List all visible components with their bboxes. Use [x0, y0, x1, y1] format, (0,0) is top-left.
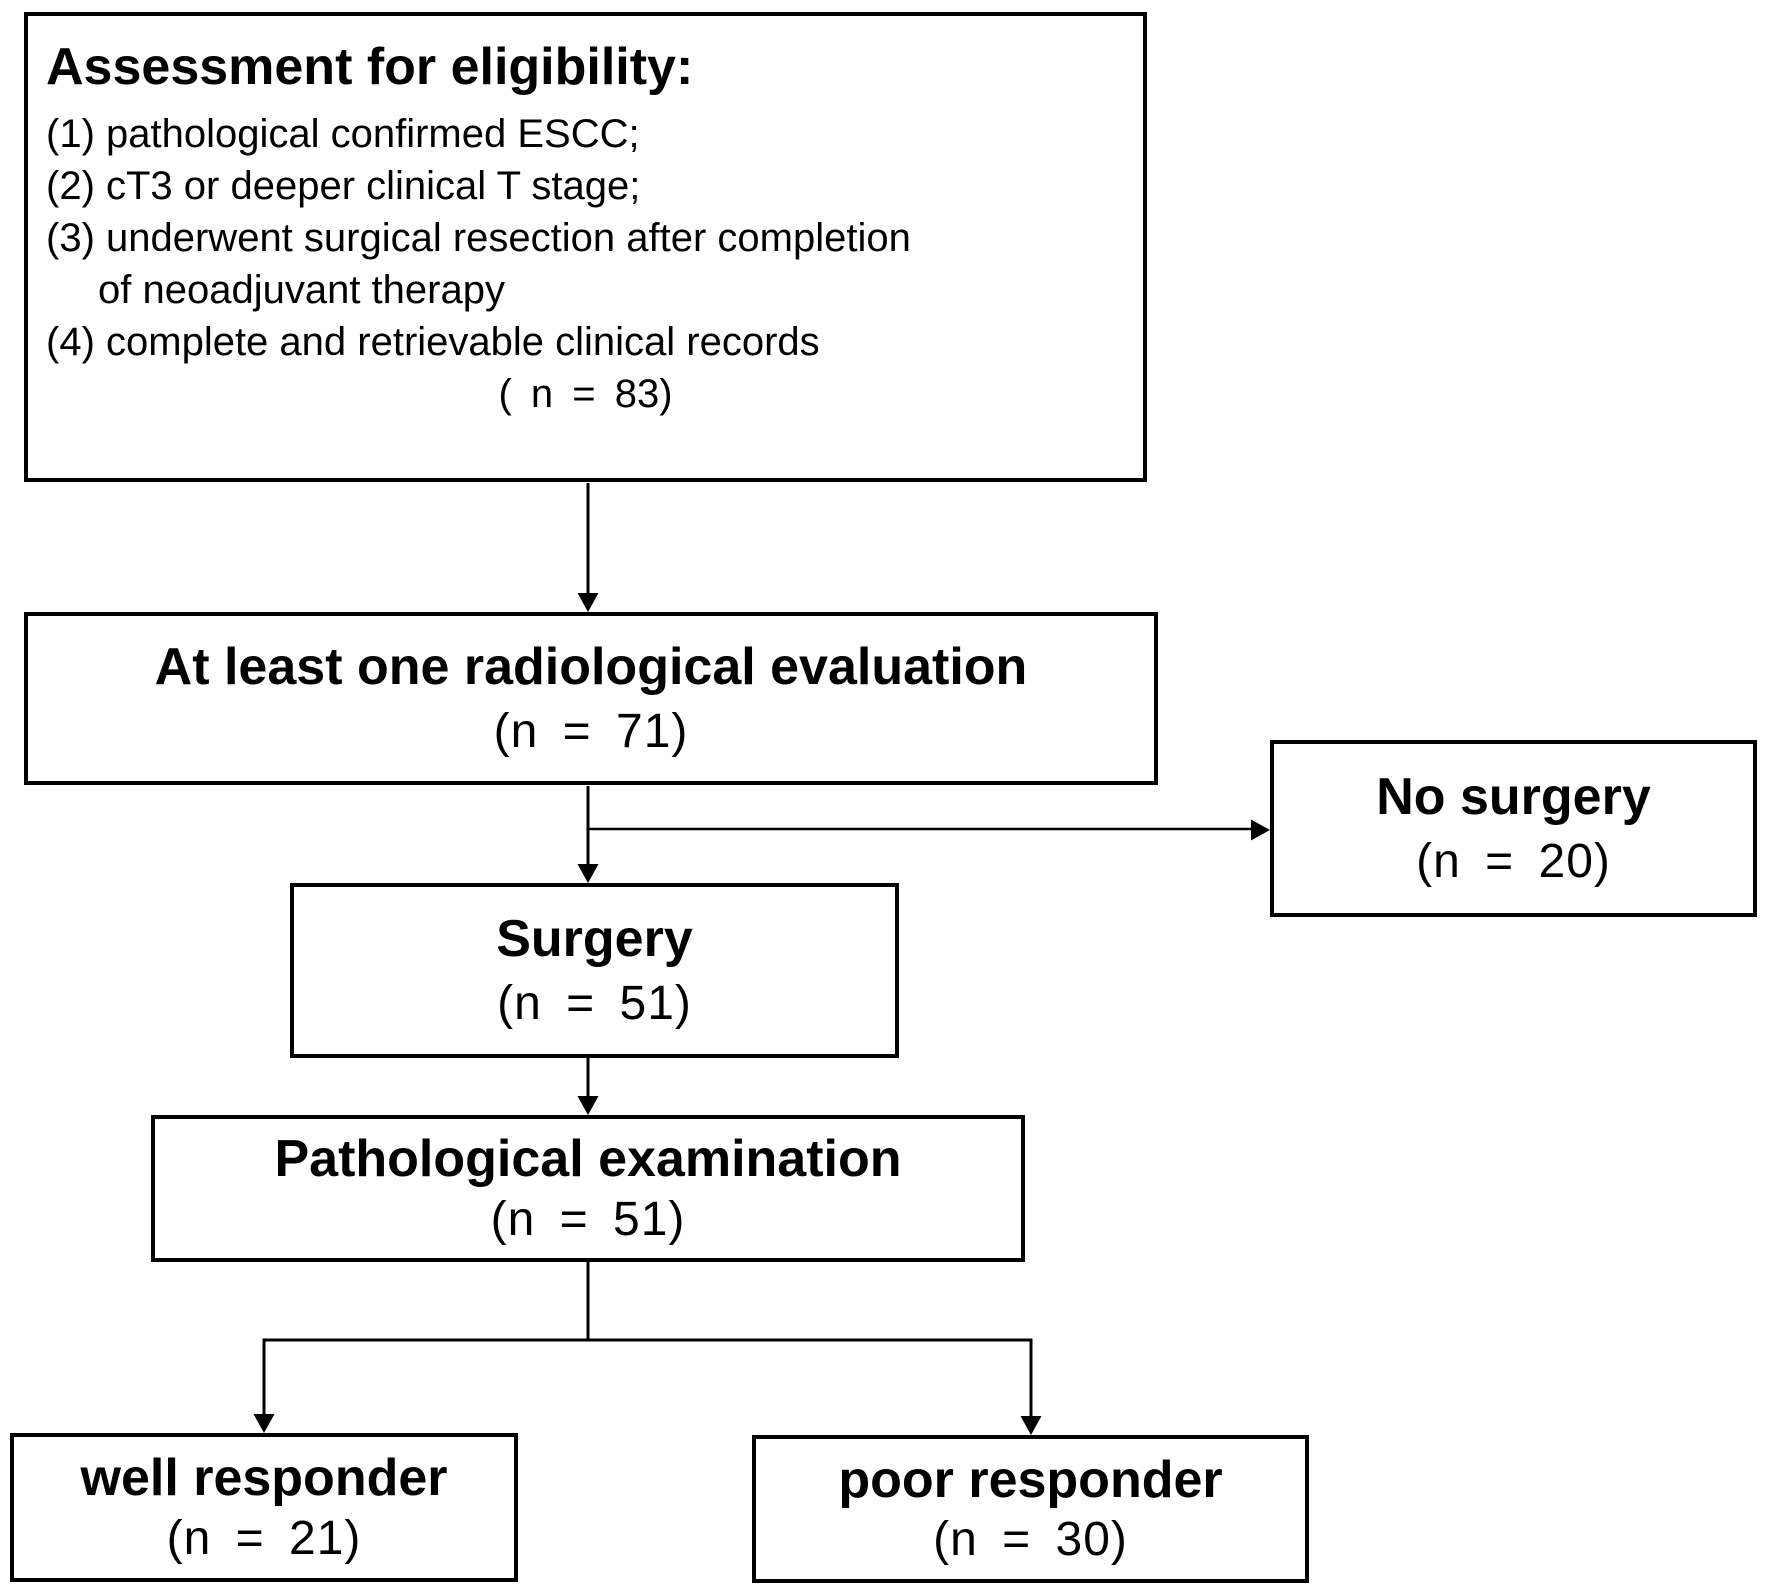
arrowhead-down-icon [577, 1096, 599, 1115]
eligibility-criterion-4: (4) complete and retrievable clinical re… [46, 320, 820, 364]
arrowhead-right-icon [1251, 819, 1270, 841]
eligibility-box: Assessment for eligibility: (1) patholog… [24, 12, 1147, 482]
poor-responder-n-count: (n = 30) [933, 1513, 1128, 1567]
eligibility-criterion-2: (2) cT3 or deeper clinical T stage; [46, 164, 641, 208]
eligibility-criterion-3: (3) underwent surgical resection after c… [46, 216, 911, 260]
well-responder-n-count: (n = 21) [166, 1511, 362, 1565]
poor-responder-title: poor responder [838, 1450, 1223, 1509]
radiological-evaluation-n-count: (n = 71) [493, 704, 689, 758]
surgery-box: Surgery (n = 51) [290, 883, 899, 1058]
surgery-n-count: (n = 51) [497, 976, 692, 1030]
arrowhead-down-icon [577, 593, 599, 612]
radiological-evaluation-box: At least one radiological evaluation (n … [24, 612, 1158, 785]
radiological-evaluation-title: At least one radiological evaluation [154, 638, 1028, 696]
arrowhead-down-icon [1020, 1416, 1042, 1435]
pathological-examination-title: Pathological examination [274, 1130, 902, 1188]
arrowhead-down-icon [577, 864, 599, 883]
arrowhead-down-icon [253, 1414, 275, 1433]
eligibility-criterion-3-continued: of neoadjuvant therapy [98, 268, 505, 312]
eligibility-criterion-1: (1) pathological confirmed ESCC; [46, 112, 640, 156]
well-responder-title: well responder [80, 1449, 448, 1507]
surgery-title: Surgery [496, 910, 693, 968]
no-surgery-box: No surgery (n = 20) [1270, 740, 1757, 917]
eligibility-title: Assessment for eligibility: [46, 38, 694, 96]
no-surgery-n-count: (n = 20) [1416, 834, 1611, 888]
eligibility-n-count: ( n = 83) [498, 372, 673, 416]
no-surgery-title: No surgery [1376, 768, 1651, 826]
pathological-examination-box: Pathological examination (n = 51) [151, 1115, 1025, 1262]
well-responder-box: well responder (n = 21) [10, 1433, 518, 1582]
pathological-examination-n-count: (n = 51) [490, 1192, 686, 1246]
poor-responder-box: poor responder (n = 30) [752, 1435, 1309, 1583]
